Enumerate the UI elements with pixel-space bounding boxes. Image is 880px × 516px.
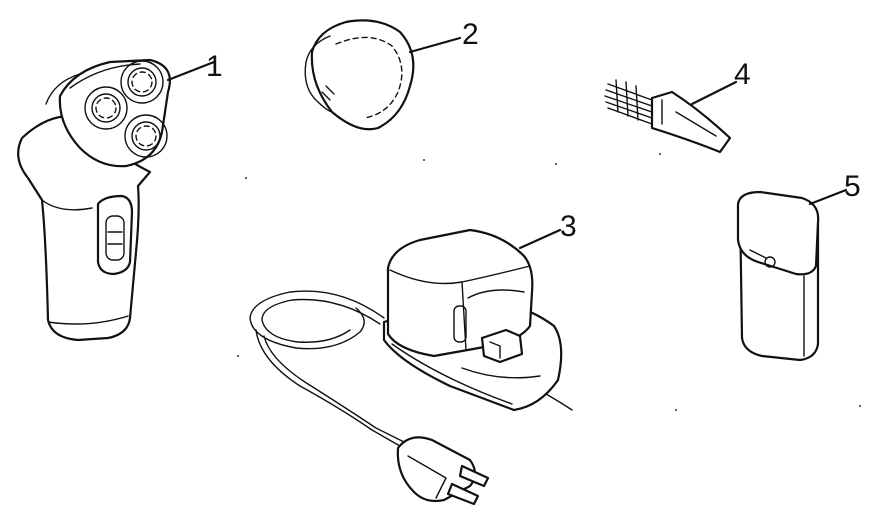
cleaning-brush-icon: [604, 79, 738, 154]
callout-5: 5: [844, 170, 861, 203]
callout-2: 2: [462, 18, 479, 51]
callout-3: 3: [560, 210, 577, 243]
head-cover-icon: [304, 19, 462, 131]
callout-4: 4: [734, 58, 751, 91]
charging-adapter-icon: [249, 228, 573, 506]
callout-1: 1: [206, 50, 223, 83]
shaver-body-icon: [17, 58, 216, 342]
storage-case-icon: [736, 188, 848, 362]
